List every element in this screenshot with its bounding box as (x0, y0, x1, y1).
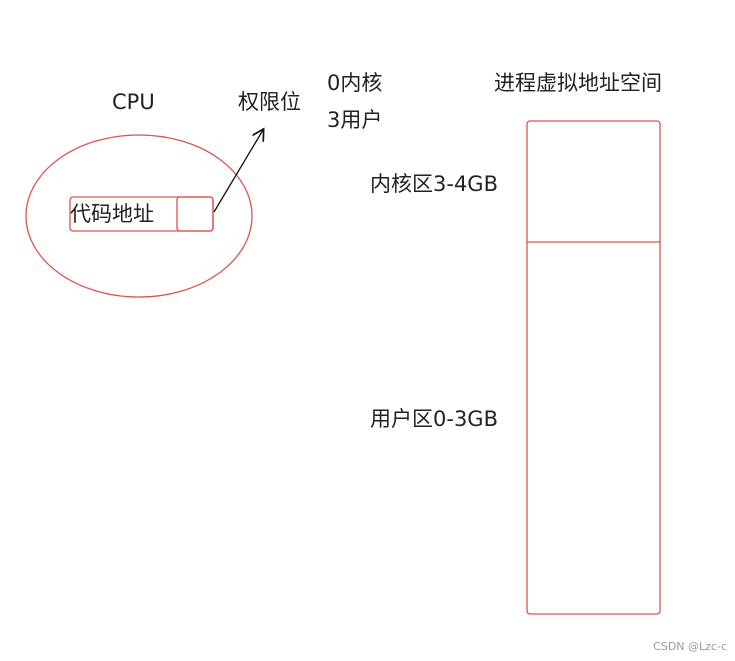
address-space-title: 进程虚拟地址空间 (494, 71, 662, 95)
privilege-bit-box (176, 196, 214, 232)
user-region-label: 用户区0-3GB (370, 407, 498, 431)
code-address-label: 代码地址 (70, 202, 154, 226)
privilege-label: 权限位 (238, 90, 301, 114)
kernel-region-label: 内核区3-4GB (370, 172, 498, 196)
address-space-bar (526, 120, 661, 615)
user-note: 3用户 (327, 108, 383, 132)
watermark: CSDN @Lzc-c (653, 640, 727, 653)
privilege-arrow (213, 130, 263, 213)
cpu-ellipse (25, 134, 253, 298)
cpu-title: CPU (112, 90, 155, 114)
kernel-note: 0内核 (327, 71, 383, 95)
